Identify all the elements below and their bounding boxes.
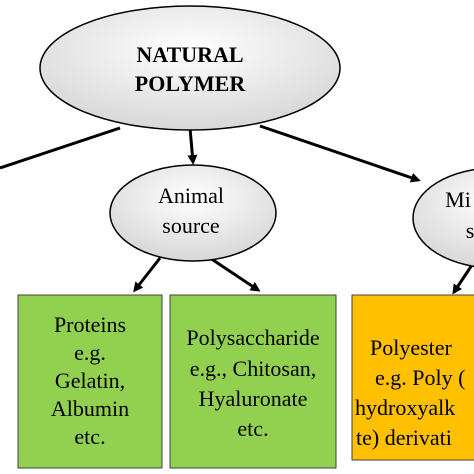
- polysaccharide-box-rect: [169, 294, 337, 469]
- animal-source-ellipse: [109, 164, 277, 262]
- microbial-source-line-1: Mi: [445, 187, 471, 212]
- proteins-line-1: Proteins: [54, 312, 126, 337]
- polyester-line-3: hydroxyalk: [355, 395, 455, 420]
- arrow-microbial-to-polyester: [452, 261, 474, 295]
- polyester-line-4: te) derivati: [356, 425, 452, 450]
- polyester-box-rect: [351, 294, 474, 461]
- microbial-source-ellipse: [412, 168, 474, 268]
- microbial-source-line-2: s: [466, 218, 474, 243]
- arrow-root-to-left: [0, 126, 121, 170]
- polysaccharide-line-4: etc.: [237, 416, 268, 441]
- polysaccharide-line-2: e.g., Chitosan,: [190, 356, 317, 381]
- root-label-line-2: POLYMER: [135, 71, 247, 96]
- proteins-box-rect: [17, 294, 163, 469]
- root-node: NATURAL POLYMER: [39, 5, 341, 131]
- polyester-line-1: Polyester: [370, 335, 453, 360]
- arrow-animal-to-proteins: [133, 257, 162, 293]
- root-label-line-1: NATURAL: [136, 42, 243, 67]
- arrow-animal-to-polysaccharide: [209, 256, 261, 292]
- proteins-box: Proteins e.g. Gelatin, Albumin etc.: [17, 294, 163, 469]
- animal-source-node: Animal source: [109, 164, 277, 262]
- arrow-root-to-animal: [187, 127, 198, 165]
- root-ellipse: [39, 5, 341, 131]
- polysaccharide-box: Polysaccharide e.g., Chitosan, Hyalurona…: [169, 294, 337, 469]
- animal-source-line-2: source: [162, 213, 219, 238]
- polyester-line-2: e.g. Poly (: [375, 365, 465, 390]
- polysaccharide-line-3: Hyaluronate: [199, 386, 308, 411]
- proteins-line-5: etc.: [74, 424, 105, 449]
- connectors: [0, 124, 474, 295]
- proteins-line-3: Gelatin,: [55, 368, 125, 393]
- polysaccharide-line-1: Polysaccharide: [186, 325, 319, 350]
- proteins-line-2: e.g.: [74, 340, 106, 365]
- animal-source-line-1: Animal: [158, 183, 224, 208]
- arrow-root-to-microbial: [259, 124, 421, 183]
- polyester-box: Polyester e.g. Poly ( hydroxyalk te) der…: [351, 294, 474, 461]
- proteins-line-4: Albumin: [51, 396, 129, 421]
- microbial-source-node: Mi s: [412, 168, 474, 268]
